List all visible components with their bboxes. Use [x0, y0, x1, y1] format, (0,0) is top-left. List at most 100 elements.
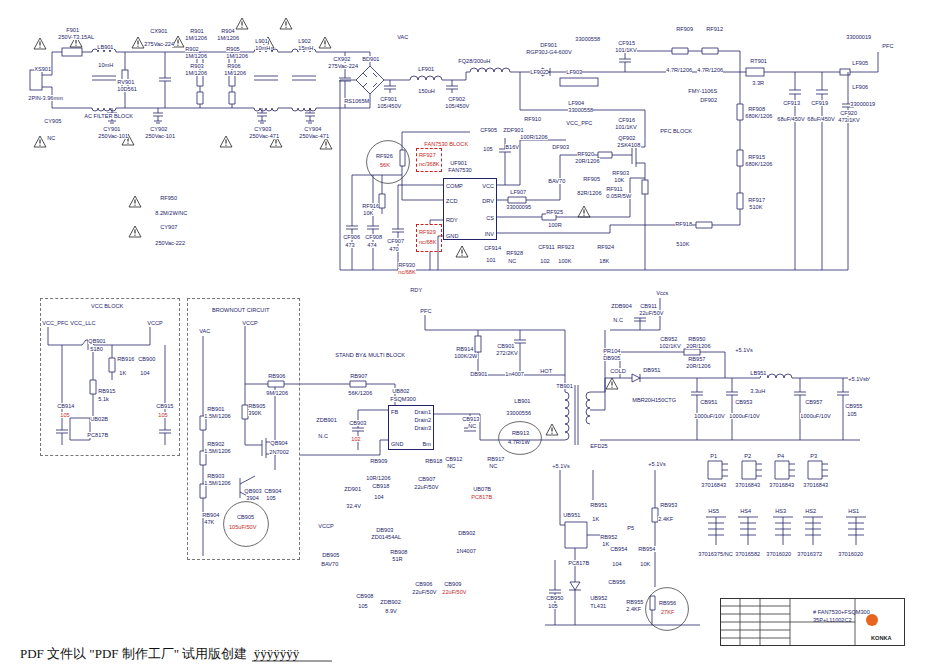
choke-coils: [92, 49, 316, 111]
callout-circle: RB95627KF: [645, 587, 689, 631]
part-label: 1K: [119, 370, 126, 376]
part-label: CF919: [811, 100, 828, 106]
rectifier-diode: [632, 374, 640, 382]
part-label: CY902: [150, 126, 168, 132]
part-label: RF923: [557, 244, 574, 250]
part-label: RB909: [370, 458, 388, 464]
part-label: 1K: [592, 516, 599, 522]
part-label: 102: [351, 436, 361, 442]
part-label: VCC_PFC: [566, 120, 593, 126]
part-label: ZDF901: [503, 127, 524, 133]
node-text: 105uF/50V: [229, 524, 256, 530]
callout-circle: RB9134.7R/1W: [498, 421, 542, 455]
part-label: 2SK4108: [617, 142, 641, 148]
title-block: # FAN7530+FSQM30035P+L11002C2KONKA: [720, 598, 905, 646]
part-label: 51R: [392, 556, 403, 562]
part-label: L901: [255, 38, 268, 44]
brownout-resistors: [200, 381, 366, 498]
snubber-resistors: [672, 48, 718, 54]
warning-triangle: [129, 196, 141, 207]
fuse-symbol: [62, 48, 82, 56]
thermistor-symbol: [746, 68, 764, 76]
part-label: RB905: [248, 403, 266, 409]
part-label: CF905: [480, 127, 497, 133]
part-label: 101/1KV: [615, 124, 637, 130]
part-label: RF911: [606, 186, 623, 192]
node-text: Drain3: [415, 425, 431, 431]
circle-outline: [646, 588, 689, 631]
part-label: CB906: [415, 581, 433, 587]
part-label: DB951: [643, 367, 661, 373]
part-label: VCCP: [242, 320, 258, 326]
bridge-symbol: [356, 66, 384, 94]
connector-symbols: [708, 461, 828, 479]
part-label: 56K/1206: [348, 390, 373, 396]
part-label: 1000uF/10V: [729, 413, 760, 419]
part-label: L902: [298, 38, 311, 44]
bead-symbol: [840, 69, 850, 75]
ic-package: FBDrain1Drain2Drain3GNDBm: [388, 405, 434, 450]
part-label: 47K: [204, 519, 215, 525]
warning-triangle: [34, 38, 46, 49]
part-label: PFC: [882, 43, 894, 49]
node-text: RF926: [376, 153, 393, 159]
part-label: HS2: [805, 508, 816, 514]
part-label: 2.4KF: [626, 606, 642, 612]
part-label: N.C: [318, 433, 328, 439]
resistor-symbol: [684, 349, 700, 355]
part-label: 1N4007: [456, 548, 476, 554]
part-label: RF925: [546, 209, 563, 215]
part-label: UB07B: [473, 486, 491, 492]
node-text: RF927: [419, 152, 436, 158]
part-label: 33000019: [846, 34, 871, 40]
part-label: 250Vac-471: [299, 133, 329, 139]
watermark-text: PDF 文件以 "PDF 制作工厂" 试用版创建 ÿÿÿÿÿÿÿ: [20, 646, 299, 662]
part-label: CF913: [783, 100, 800, 106]
warning-triangle: [456, 246, 468, 257]
part-label: FAN7530 BLOCK: [424, 141, 468, 147]
part-label: STAND BY& MULTI BLOCK: [335, 352, 405, 358]
part-label: RV901: [117, 79, 135, 85]
logo-mark: [866, 614, 878, 626]
part-label: 390K: [248, 410, 262, 416]
node-text: CB905: [237, 514, 254, 520]
part-label: HS4: [740, 508, 751, 514]
part-label: 272/2KV: [496, 350, 518, 356]
warning-triangle: [578, 206, 590, 217]
part-label: CB953: [735, 399, 753, 405]
node-text: 35P+L11002C2: [813, 617, 852, 623]
node-text: RDY: [446, 217, 458, 223]
part-label: PC817B: [87, 432, 108, 438]
node-text: VCC: [482, 183, 494, 189]
part-label: 10K: [363, 210, 374, 216]
part-label: QB903: [244, 488, 262, 494]
circle-outline: [499, 422, 542, 455]
part-label: 37016582: [735, 551, 760, 557]
part-label: 100K: [558, 258, 572, 264]
connector-symbol: [30, 70, 42, 90]
standby-wires: [300, 315, 565, 455]
part-label: F901: [66, 27, 79, 33]
part-label: COLD: [610, 368, 626, 374]
part-label: 1.5M/1206: [204, 448, 231, 454]
part-label: RF905: [583, 176, 600, 182]
part-label: 473: [345, 242, 355, 248]
part-label: LF907: [510, 189, 526, 195]
vcc-block-parts: [70, 358, 115, 440]
part-label: RF909: [676, 26, 693, 32]
part-label: +5.1Vs: [735, 347, 753, 353]
part-label: N.C: [613, 317, 623, 323]
part-label: 1.5M/1206: [204, 413, 231, 419]
part-label: 33000558: [575, 36, 600, 42]
part-label: CF920: [840, 110, 857, 116]
secondary-wires: [590, 298, 870, 440]
part-label: RB917: [487, 456, 505, 462]
warning-triangle: [129, 226, 141, 237]
part-label: 37016020: [838, 551, 863, 557]
warning-triangle: [319, 37, 331, 48]
part-label: P5: [627, 525, 634, 531]
part-label: LF905: [852, 60, 868, 66]
part-label: 510K: [676, 241, 690, 247]
part-label: HS1: [848, 508, 859, 514]
part-label: 101: [486, 257, 496, 263]
